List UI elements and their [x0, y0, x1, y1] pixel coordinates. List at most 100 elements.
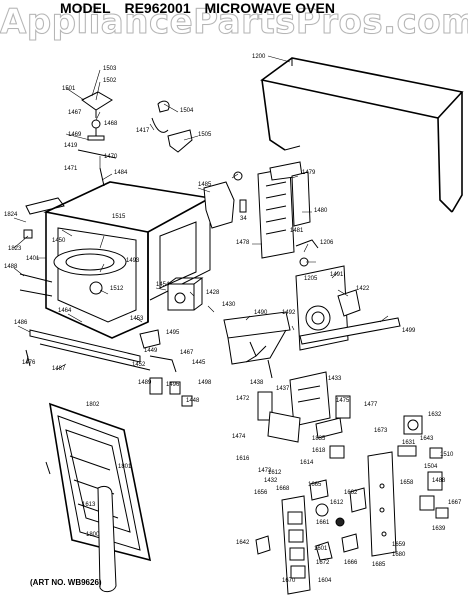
part-label: 1432: [264, 478, 278, 484]
part-label: 1437: [276, 386, 290, 392]
part-label: 1495: [166, 330, 180, 336]
shelf-bracket-drawing: [223, 311, 291, 379]
part-label: 1823: [8, 246, 22, 252]
part-label: 1428: [206, 290, 220, 296]
part-label: 1512: [110, 286, 124, 292]
part-label: 1618: [312, 448, 326, 454]
part-label: 1601: [314, 546, 328, 552]
part-label: 1824: [4, 212, 18, 218]
part-label: 1472: [236, 396, 250, 402]
part-label: 1505: [198, 132, 212, 138]
part-label: 1473: [258, 468, 272, 474]
part-label: 1612: [268, 470, 282, 476]
part-label: 1614: [300, 460, 314, 466]
oven-cavity-drawing: [19, 181, 213, 339]
leader-lines: [13, 55, 389, 371]
part-label: 1486: [14, 320, 28, 326]
part-label: 1481: [290, 228, 304, 234]
part-label: 1471: [64, 166, 78, 172]
part-label: 1510: [440, 452, 454, 458]
part-label: 1642: [236, 540, 250, 546]
part-label: 1493: [126, 258, 140, 264]
part-label: 1487: [52, 366, 66, 372]
center-components-drawing: [203, 161, 319, 267]
part-label: 1478: [236, 240, 250, 246]
part-label: 1470: [104, 154, 118, 160]
part-label: 1488: [4, 264, 18, 270]
part-label: 1659: [392, 542, 406, 548]
part-label: 1475: [336, 398, 350, 404]
part-label: 1480: [314, 208, 328, 214]
diagram-header: MODEL RE962001 MICROWAVE OVEN: [60, 0, 345, 16]
part-label: 1685: [372, 562, 386, 568]
part-label: 1453: [130, 316, 144, 322]
part-label: 1504: [180, 108, 194, 114]
part-label: 1468: [104, 121, 118, 127]
part-label: 1515: [112, 214, 126, 220]
part-label: 1485: [198, 182, 212, 188]
outer-cabinet-drawing: [260, 57, 464, 213]
part-label: 1496: [166, 382, 180, 388]
part-label: 1670: [282, 578, 296, 584]
part-label: 1492: [282, 310, 296, 316]
small-parts-drawing: [255, 479, 367, 561]
model-number: RE962001: [124, 0, 191, 16]
part-label: 1800: [86, 532, 100, 538]
part-label: 1445: [192, 360, 206, 366]
part-label: 1474: [232, 434, 246, 440]
part-label: 1658: [400, 480, 414, 486]
part-label: 1666: [344, 560, 358, 566]
part-label: 1501: [62, 86, 76, 92]
part-label: 1612: [330, 500, 344, 506]
magnetron-drawing: [139, 277, 204, 407]
part-label: 1479: [302, 170, 316, 176]
part-label: 1680: [392, 552, 406, 558]
part-label: 1491: [330, 272, 344, 278]
product-name: MICROWAVE OVEN: [204, 0, 335, 16]
part-label: 1467: [180, 350, 194, 356]
part-label: 1484: [114, 170, 128, 176]
part-label: 1469: [68, 132, 82, 138]
part-label: 1490: [254, 310, 268, 316]
blower-bracket-drawing: [295, 265, 401, 351]
right-components-drawing: [367, 415, 449, 557]
part-label: 1502: [103, 78, 117, 84]
part-label: 1631: [402, 440, 416, 446]
part-label: 1504: [424, 464, 438, 470]
part-label: 1448: [186, 398, 200, 404]
part-label: 1206: [320, 240, 334, 246]
part-label: 1450: [52, 238, 66, 244]
part-label: 1438: [250, 380, 264, 386]
part-label: 1661: [316, 520, 330, 526]
part-label: 34: [240, 216, 247, 222]
part-label: 1489: [138, 380, 152, 386]
part-label: 1200: [252, 54, 266, 60]
part-label: 1604: [318, 578, 332, 584]
part-label: 1205: [304, 276, 318, 282]
part-label: 1667: [448, 500, 462, 506]
part-label: 1433: [328, 376, 342, 382]
art-number: (ART NO. WB9626): [30, 578, 102, 587]
part-label: 1422: [356, 286, 370, 292]
part-label: 1419: [64, 143, 78, 149]
part-label: 1417: [136, 128, 150, 134]
part-label: 1454: [156, 282, 170, 288]
door-assembly-drawing: [45, 402, 152, 593]
part-label: 1665: [308, 482, 322, 488]
part-label: 1668: [276, 486, 290, 492]
part-label: 1801: [118, 464, 132, 470]
part-label: 1464: [58, 308, 72, 314]
part-label: 1503: [103, 66, 117, 72]
part-label: 1616: [236, 456, 250, 462]
part-label: 1672: [316, 560, 330, 566]
part-label: 1488: [432, 478, 446, 484]
part-label: 1452: [132, 362, 146, 368]
keypad-panel-drawing: [281, 495, 311, 595]
part-label: 1802: [86, 402, 100, 408]
part-label: 1835: [312, 436, 326, 442]
part-label: 1643: [420, 436, 434, 442]
part-label: 1632: [428, 412, 442, 418]
control-board-drawing: [257, 371, 351, 459]
part-label: 1449: [144, 348, 158, 354]
